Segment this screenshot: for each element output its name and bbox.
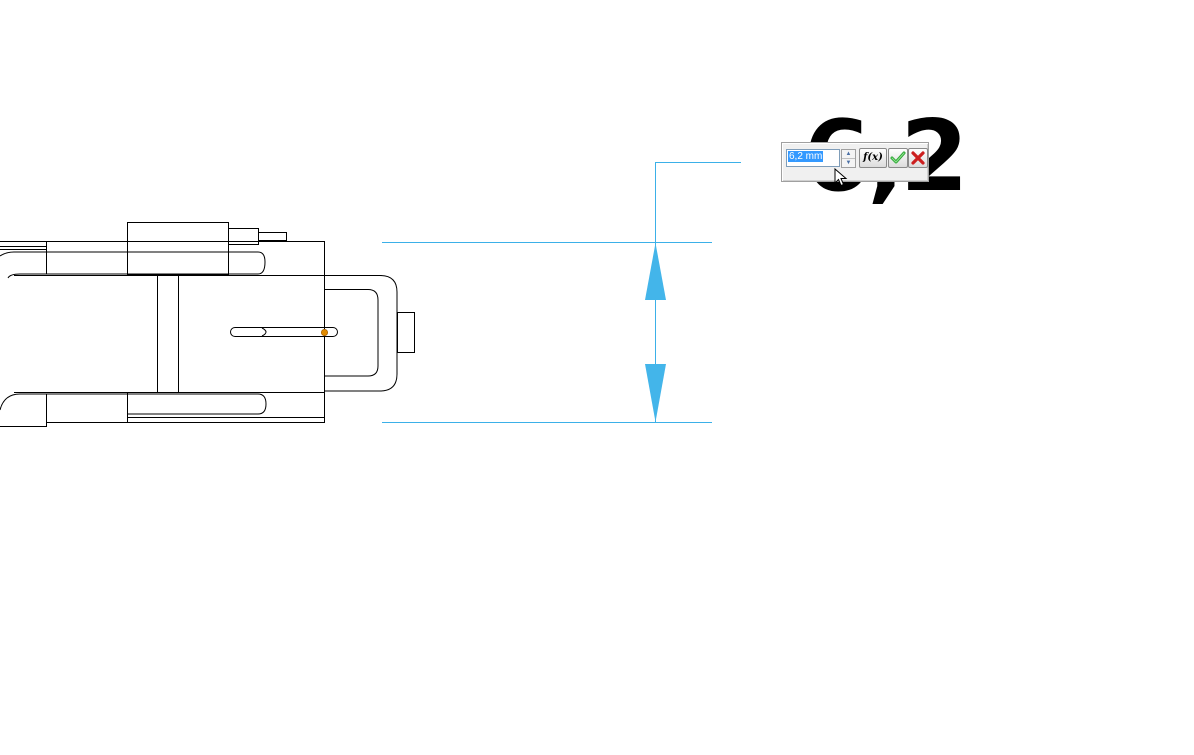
bottom-slot-curve[interactable]: [0, 393, 267, 415]
linear-dimension[interactable]: [382, 162, 741, 423]
right-cap-outer[interactable]: [325, 275, 398, 392]
arrowhead-bottom-icon: [645, 364, 666, 422]
inner-frame[interactable]: [157, 275, 179, 393]
dimension-edit-box: 6,2 mm ▲ ▼ f(x): [781, 142, 929, 182]
top-connector-pin[interactable]: [258, 232, 287, 241]
up-down-spinner-icon[interactable]: ▲ ▼: [841, 149, 856, 168]
function-button[interactable]: f(x): [859, 148, 887, 168]
arrowhead-top-icon: [645, 243, 666, 300]
cancel-button[interactable]: [908, 148, 928, 168]
spin-up-icon[interactable]: ▲: [842, 150, 855, 159]
top-connector-block[interactable]: [127, 222, 229, 275]
green-checkmark-icon: [890, 151, 906, 164]
red-x-icon: [911, 151, 925, 165]
top-connector-tab[interactable]: [228, 228, 259, 245]
right-tab[interactable]: [397, 312, 415, 353]
fx-label: f(x): [863, 152, 883, 163]
right-cap-inner[interactable]: [325, 289, 379, 377]
snap-point-icon[interactable]: [320, 328, 328, 336]
ok-button[interactable]: [888, 148, 908, 168]
spin-down-icon[interactable]: ▼: [845, 160, 852, 166]
center-slot-arc[interactable]: [261, 327, 267, 337]
dimension-value-input[interactable]: 6,2 mm: [786, 149, 840, 167]
mouse-pointer-icon: [834, 168, 848, 187]
selected-value-text: 6,2 mm: [788, 151, 824, 162]
top-slot-curve[interactable]: [0, 251, 266, 279]
center-slot[interactable]: [230, 327, 338, 337]
part-sketch[interactable]: [0, 222, 415, 428]
